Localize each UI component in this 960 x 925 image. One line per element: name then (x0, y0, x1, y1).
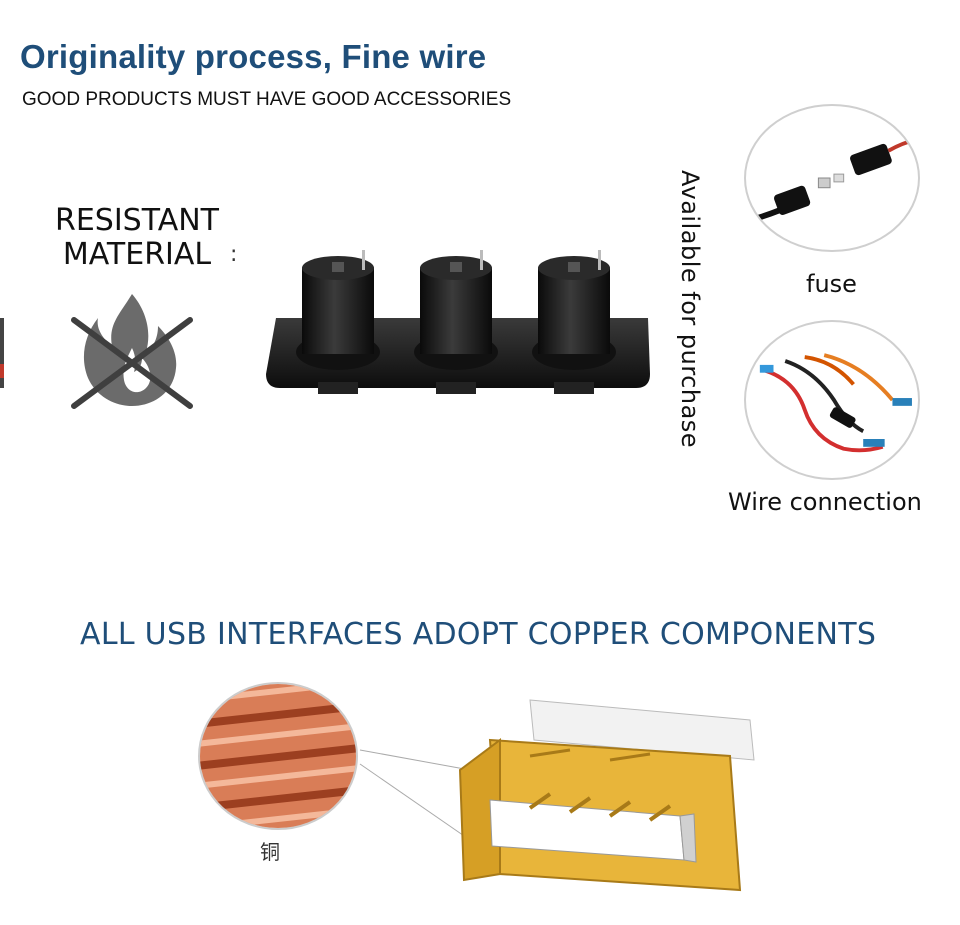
page-title: Originality process, Fine wire (20, 38, 487, 75)
usb-connector-diagram (359, 699, 755, 892)
available-for-purchase-note: Available for purchase (676, 170, 704, 449)
wire-connector-icon (759, 353, 912, 453)
no-fire-icon (71, 294, 193, 409)
separator-mark: : (230, 242, 238, 267)
copper-label: 铜 (260, 840, 280, 864)
resistant-line-1: RESISTANT (54, 203, 220, 238)
copper-sheets-image (198, 682, 358, 830)
usb-socket-panel-image (266, 250, 650, 394)
usb-section-title: ALL USB INTERFACES ADOPT COPPER COMPONEN… (80, 617, 877, 652)
wire-connection-photo (744, 320, 920, 480)
resistant-line-2: MATERIAL (62, 237, 212, 272)
resistant-material-label: RESISTANT MATERIAL (52, 204, 222, 272)
wire-connection-label: Wire connection (728, 488, 922, 516)
fuse-label: fuse (806, 270, 857, 298)
fuse-photo (744, 104, 920, 252)
fuse-icon (753, 137, 918, 222)
page-subtitle: GOOD PRODUCTS MUST HAVE GOOD ACCESSORIES (22, 89, 512, 110)
edge-decoration (0, 318, 4, 388)
